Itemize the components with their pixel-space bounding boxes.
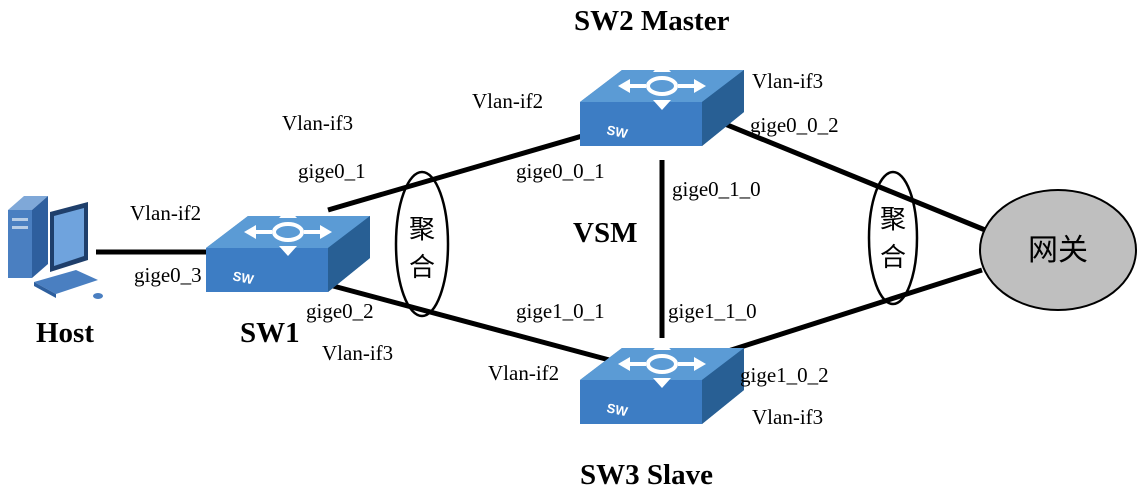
sw1-top-vlan-label: Vlan-if3 [282, 111, 353, 135]
sw2-switch-icon: SW [578, 60, 746, 148]
link-sw2-gateway [719, 119, 991, 235]
aggregation-left: 聚 合 [394, 170, 450, 318]
sw1-top-port-label: gige0_1 [298, 159, 366, 183]
sw2-left-vlan-label: Vlan-if2 [472, 89, 543, 113]
host-sw1-port-label: gige0_3 [134, 263, 202, 287]
gateway-label: 网关 [1028, 233, 1088, 268]
sw1-icon-text: SW [231, 268, 255, 287]
aggregation-left-char-1: 聚 [409, 215, 435, 245]
sw3-label: SW3 Slave [580, 459, 713, 491]
sw3-switch-icon: SW [578, 338, 746, 426]
sw3-right-port-label: gige1_0_2 [740, 363, 829, 387]
links [96, 119, 991, 368]
aggregation-right-char-2: 合 [880, 243, 906, 273]
sw2-left-port-label: gige0_0_1 [516, 159, 605, 183]
sw3-left-vlan-label: Vlan-if2 [488, 361, 559, 385]
sw1-bottom-vlan-label: Vlan-if3 [322, 341, 393, 365]
sw3-right-vlan-label: Vlan-if3 [752, 405, 823, 429]
sw3-up-port-label: gige1_1_0 [668, 299, 757, 323]
link-sw3-gateway [699, 267, 983, 363]
sw3-left-port-label: gige1_0_1 [516, 299, 605, 323]
host-sw1-vlan-label: Vlan-if2 [130, 201, 201, 225]
host-label: Host [36, 317, 94, 349]
sw2-right-port-label: gige0_0_2 [750, 113, 839, 137]
sw1-bottom-port-label: gige0_2 [306, 299, 374, 323]
aggregation-right: 聚 合 [867, 170, 919, 306]
link-sw1-sw2 [327, 122, 621, 213]
sw1-label: SW1 [240, 317, 300, 349]
aggregation-left-char-2: 合 [409, 253, 435, 283]
sw2-icon-text: SW [605, 122, 629, 141]
sw2-label: SW2 Master [574, 5, 730, 37]
sw1-switch-icon: SW [204, 206, 372, 294]
aggregation-right-char-1: 聚 [880, 205, 906, 235]
link-sw1-sw3 [321, 280, 629, 368]
gateway-node: 网关 [979, 189, 1137, 311]
vsm-label: VSM [573, 217, 637, 249]
sw2-right-vlan-label: Vlan-if3 [752, 69, 823, 93]
sw3-icon-text: SW [605, 400, 629, 419]
host-computer-icon [8, 196, 103, 299]
sw2-down-port-label: gige0_1_0 [672, 177, 761, 201]
